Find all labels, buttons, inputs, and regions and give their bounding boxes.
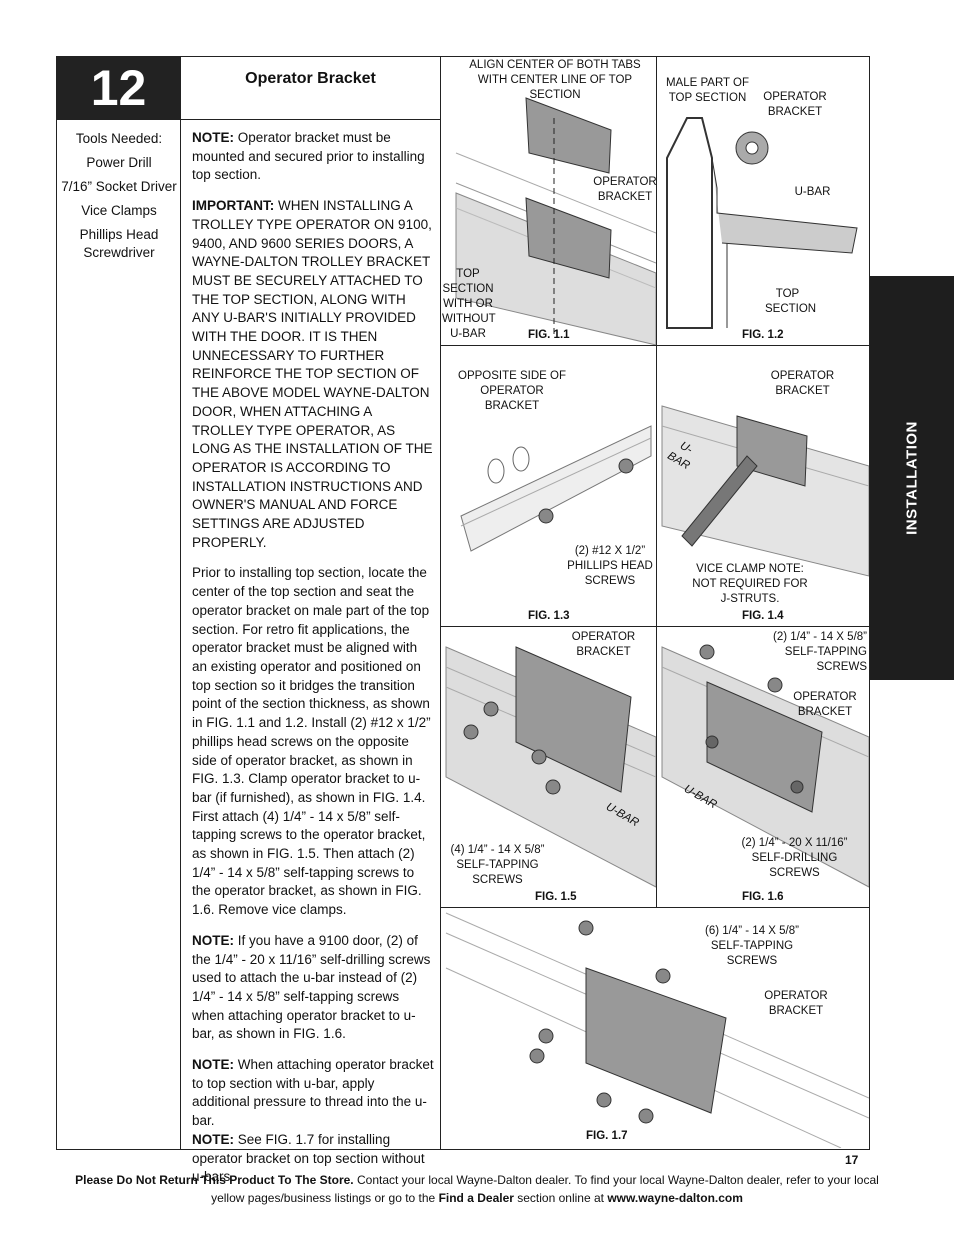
fig-1-4-bracket-label: OPERATOR BRACKET: [770, 370, 835, 397]
instructions-paragraph: Prior to installing top section, locate …: [192, 565, 431, 918]
fig-1-5-caption: FIG. 1.5: [535, 891, 577, 903]
fig-1-5-drawing: [445, 646, 656, 888]
fig-1-2-male-label: MALE PART OF TOP SECTION: [665, 77, 750, 104]
fig-1-4-caption: FIG. 1.4: [742, 610, 784, 622]
fig-1-7-caption: FIG. 1.7: [586, 1130, 628, 1142]
page-frame: [56, 56, 870, 1150]
fig-1-2-caption: FIG. 1.2: [742, 329, 784, 341]
step-title: Operator Bracket: [245, 70, 376, 87]
fig-1-6-drawing: [661, 644, 869, 888]
fig-1-2-bracket-label: OPERATOR BRACKET: [763, 91, 827, 118]
fig-1-6-tapping-label: (2) 1/4” - 14 X 5/8” SELF-TAPPING SCREWS: [773, 631, 867, 673]
fig-1-2-ubar-label: U-BAR: [794, 186, 831, 198]
fig-1-7-screws-label: (6) 1/4” - 14 X 5/8” SELF-TAPPING SCREWS: [705, 925, 799, 967]
header-divider: [57, 119, 440, 120]
note-1: NOTE: Operator bracket must be mounted a…: [192, 130, 425, 183]
tools-heading: Tools Needed:: [75, 131, 163, 146]
figure-divider-h3: [441, 907, 869, 908]
fig-1-4-drawing: [661, 405, 869, 577]
fig-1-1-drawing: [455, 97, 656, 345]
fig-1-2-top-label: TOP SECTION: [765, 288, 817, 315]
tool-item: Vice Clamps: [81, 203, 157, 218]
fig-1-2-drawing: [666, 117, 858, 329]
tool-item: 7/16” Socket Driver: [61, 179, 177, 194]
section-tab-label: INSTALLATION: [903, 421, 921, 535]
page-number: 17: [845, 1153, 859, 1167]
tool-item: Phillips Head Screwdriver: [79, 227, 159, 260]
tool-item: Power Drill: [86, 155, 152, 170]
website-link[interactable]: www.wayne-dalton.com: [607, 1191, 743, 1205]
fig-1-1-align-label: ALIGN CENTER OF BOTH TABS WITH CENTER LI…: [469, 59, 641, 101]
fig-1-3-caption: FIG. 1.3: [528, 610, 570, 622]
fig-1-5-screws-label: (4) 1/4” - 14 X 5/8” SELF-TAPPING SCREWS: [450, 844, 545, 886]
fig-1-6-drilling-label: (2) 1/4” - 20 X 11/16” SELF-DRILLING SCR…: [741, 837, 848, 879]
instructions: NOTE: Operator bracket must be mounted a…: [192, 129, 434, 1187]
column-divider-left: [180, 57, 181, 1149]
find-a-dealer-link[interactable]: Find a Dealer: [438, 1191, 514, 1205]
fig-1-3-screws-label: (2) #12 X 1/2” PHILLIPS HEAD SCREWS: [567, 545, 653, 587]
fig-1-7-bracket-label: OPERATOR BRACKET: [764, 990, 828, 1017]
fig-1-6-caption: FIG. 1.6: [742, 891, 784, 903]
figure-divider-v: [656, 57, 657, 907]
fig-1-3-drawing: [460, 425, 652, 552]
fig-1-4-clamp-label: VICE CLAMP NOTE: NOT REQUIRED FOR J-STRU…: [692, 563, 808, 605]
tools-list: Tools Needed: Power Drill 7/16” Socket D…: [60, 130, 178, 268]
column-divider-right: [440, 57, 441, 1149]
note-2: NOTE: If you have a 9100 door, (2) of th…: [192, 932, 431, 1042]
fig-1-6-bracket-label: OPERATOR BRACKET: [793, 691, 857, 718]
figure-divider-h2: [441, 626, 869, 627]
fig-1-1-caption: FIG. 1.1: [528, 329, 570, 341]
step-number: 12: [57, 57, 180, 119]
footer: Please Do Not Return This Product To The…: [75, 1173, 879, 1205]
note-3: NOTE: When attaching operator bracket to…: [192, 1057, 434, 1185]
fig-1-1-bracket-label: OPERATOR BRACKET: [593, 176, 657, 203]
figure-divider-h1: [441, 345, 869, 346]
fig-1-7-drawing: [445, 912, 869, 1148]
fig-1-5-bracket-label: OPERATOR BRACKET: [571, 631, 636, 658]
section-tab: [870, 276, 954, 680]
important-note: IMPORTANT: WHEN INSTALLING A TROLLEY TYP…: [192, 198, 433, 550]
fig-1-3-opposite-label: OPPOSITE SIDE OF OPERATOR BRACKET: [458, 370, 566, 412]
fig-1-1-top-label: TOP SECTION WITH OR WITHOUT U-BAR: [442, 268, 496, 340]
